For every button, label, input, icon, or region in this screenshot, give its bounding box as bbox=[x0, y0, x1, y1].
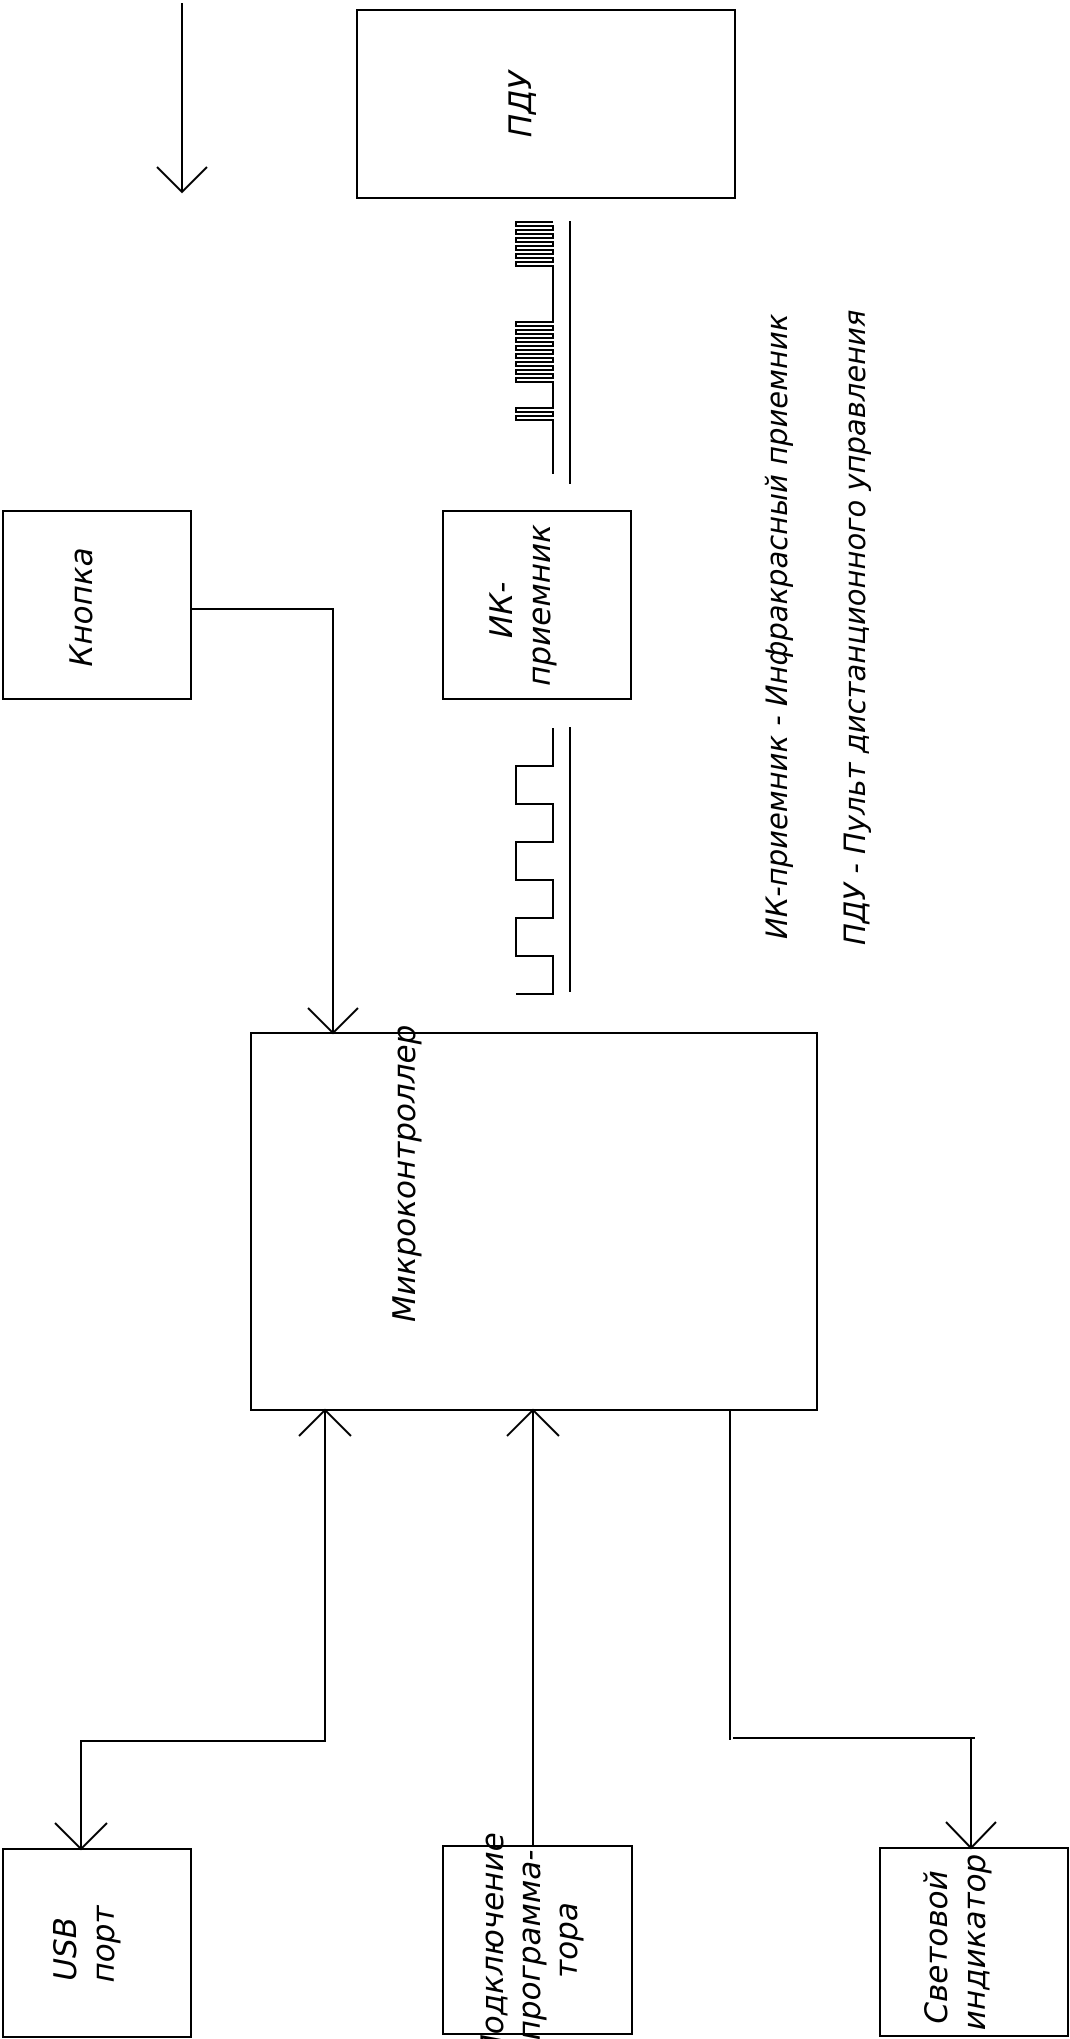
indicator-block: Световой индикатор bbox=[879, 1847, 1069, 2037]
usb-port-label-line-1: USB bbox=[48, 1917, 84, 1981]
programmer-label-line-1: Подключение bbox=[475, 1832, 511, 2039]
ir-receiver-label-line-1: ИК- bbox=[484, 582, 520, 638]
programmer-block: Подключение программа- тора bbox=[442, 1822, 633, 2039]
button-label: Кнопка bbox=[64, 547, 100, 666]
usb-port-block: USB порт bbox=[2, 1848, 192, 2038]
legend-ir: ИК-приемник - Инфракрасный приемник bbox=[760, 313, 794, 939]
legend: ИК-приемник - Инфракрасный приемник ПДУ … bbox=[760, 310, 872, 945]
button-block: Кнопка bbox=[2, 510, 192, 700]
ir-pulse-train-signal bbox=[515, 221, 571, 484]
ir-receiver-label: ИК- приемник bbox=[484, 524, 558, 686]
usb-connection bbox=[54, 1408, 352, 1851]
programmer-label-line-3: тора bbox=[549, 1902, 585, 1978]
button-to-microcontroller-arrow bbox=[191, 608, 359, 1035]
legend-pdu: ПДУ - Пульт дистанционного управления bbox=[838, 310, 872, 945]
usb-port-label-line-2: порт bbox=[86, 1905, 122, 1983]
top-down-arrow bbox=[156, 3, 208, 194]
programmer-connection bbox=[506, 1408, 560, 1846]
pdu-label: ПДУ bbox=[503, 69, 539, 138]
indicator-label-line-2: индикатор bbox=[957, 1854, 993, 2030]
microcontroller-label: Микроконтроллер bbox=[387, 1025, 423, 1322]
programmer-label-line-2: программа- bbox=[512, 1850, 548, 2039]
usb-port-label: USB порт bbox=[48, 1905, 122, 1983]
indicator-label-line-1: Световой bbox=[919, 1870, 955, 2023]
ir-receiver-label-line-2: приемник bbox=[522, 524, 558, 686]
programmer-label: Подключение программа- тора bbox=[475, 1822, 585, 2039]
ir-receiver-block: ИК- приемник bbox=[442, 510, 632, 700]
indicator-connection bbox=[729, 1410, 997, 1850]
pdu-block: ПДУ bbox=[356, 9, 736, 199]
microcontroller-block: Микроконтроллер bbox=[250, 1025, 818, 1411]
square-wave-signal bbox=[515, 727, 571, 995]
indicator-label: Световой индикатор bbox=[919, 1854, 993, 2030]
